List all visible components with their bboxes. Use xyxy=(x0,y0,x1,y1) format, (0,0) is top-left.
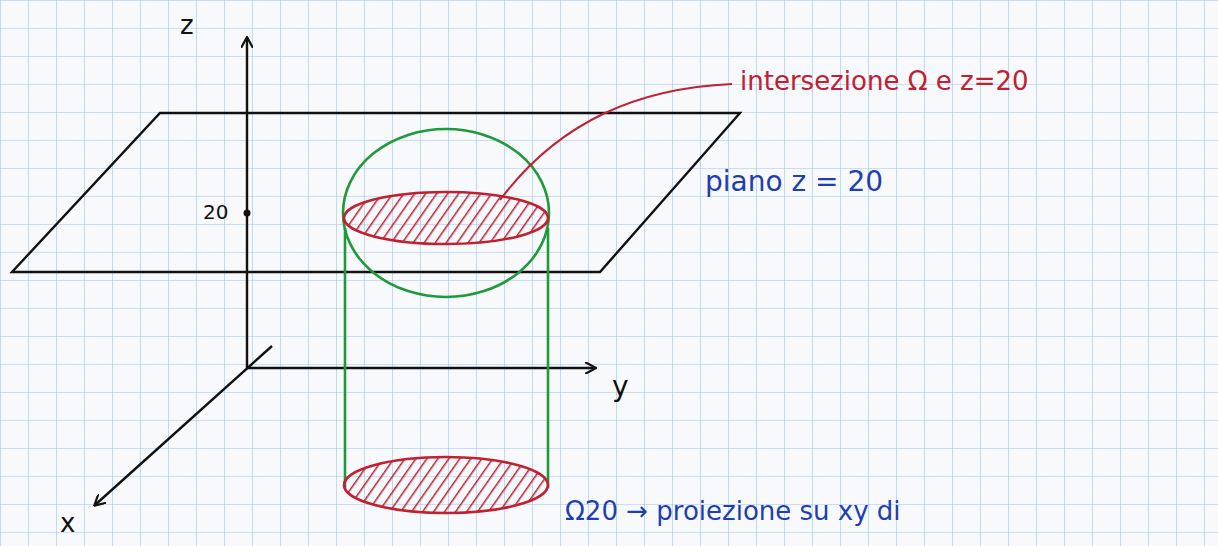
tick-dot xyxy=(244,210,251,217)
axis-label: z xyxy=(180,10,194,40)
cylinder-side xyxy=(547,228,550,488)
y-axis xyxy=(247,367,595,369)
z-axis xyxy=(246,38,248,368)
projection-ellipse xyxy=(344,457,548,513)
plane xyxy=(12,113,740,272)
plane-label: piano z = 20 xyxy=(705,165,883,198)
callout-text: intersezione Ω e z=20 xyxy=(740,66,1029,96)
note-text: Ω20 → proiezione su xy di xyxy=(565,496,901,526)
axis-label: x xyxy=(60,508,75,538)
axis-label: y xyxy=(612,370,629,403)
cylinder-side xyxy=(344,228,347,488)
section-ellipse xyxy=(344,192,548,244)
tick-label: 20 xyxy=(203,200,228,224)
x-axis xyxy=(95,346,272,505)
solid-outline xyxy=(343,129,549,297)
leader-line xyxy=(500,84,732,200)
